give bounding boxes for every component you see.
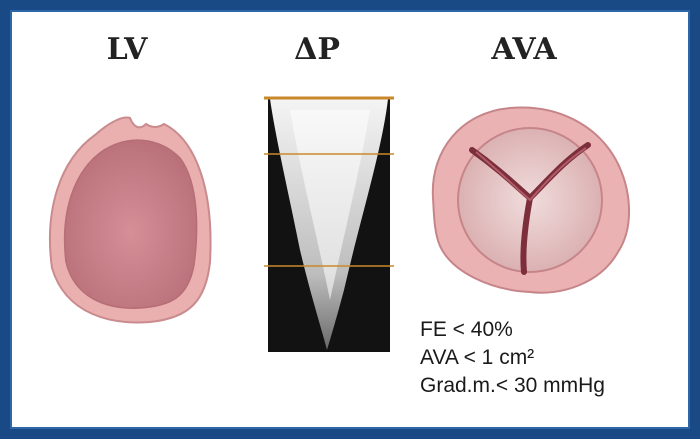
criterion-ejection-fraction: FE < 40%	[420, 316, 605, 344]
criterion-mean-gradient: Grad.m.< 30 mmHg	[420, 372, 605, 400]
stenosis-criteria: FE < 40% AVA < 1 cm² Grad.m.< 30 mmHg	[420, 316, 605, 400]
doppler-gradient-strip	[264, 98, 394, 352]
aortic-valve-illustration	[433, 107, 629, 292]
criterion-valve-area: AVA < 1 cm²	[420, 344, 605, 372]
left-ventricle-illustration	[50, 118, 211, 323]
